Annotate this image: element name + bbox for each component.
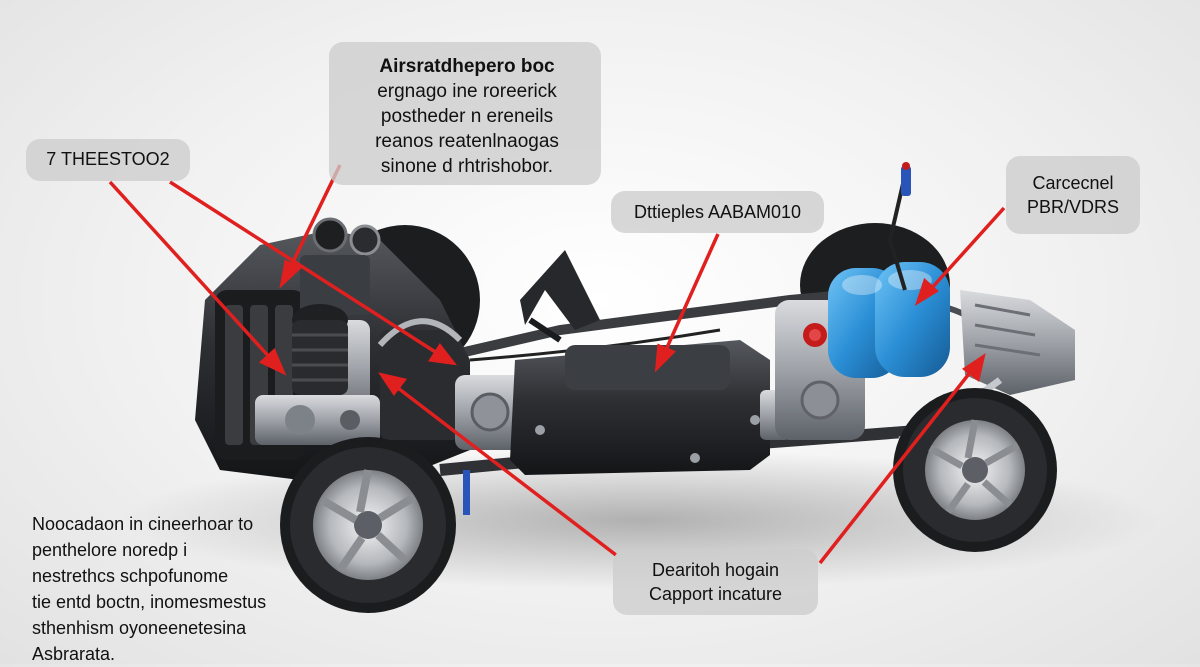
callout-left-label: 7 THEESTOO2: [46, 149, 170, 169]
callout-right-line: PBR/VDRS: [1026, 197, 1120, 217]
callout-top-line: sinone d rhtrishobor.: [380, 156, 554, 177]
steering-column: [520, 250, 600, 343]
arrow-top-callout: [279, 164, 342, 289]
arrow-left-callout-a: [108, 180, 287, 376]
callout-left: 7 THEESTOO2: [26, 139, 190, 181]
battery-box: [510, 340, 790, 475]
callout-top-line: postheder n ereneils: [380, 106, 554, 127]
arrow-mid-callout: [654, 233, 720, 373]
callout-top: Airsratdhepero boc ergnago ine roreerick…: [329, 42, 601, 185]
gearbox: [455, 375, 525, 515]
note-line: Asbrarata.: [32, 644, 116, 664]
callout-mid-label: Dttieples AABAM010: [633, 202, 802, 222]
rear-right-wheel: [893, 388, 1057, 552]
callout-top-line: reanos reatenlnaogas: [375, 131, 559, 152]
arrow-left-callout-b: [169, 180, 457, 366]
note-line: nestrethcs schpofunome: [32, 566, 229, 586]
callout-right-line: Carcecnel: [1032, 173, 1114, 193]
callout-top-line: Airsratdhepero boc: [379, 56, 555, 77]
callout-top-line: ergnago ine roreerick: [377, 81, 557, 102]
note-line: tie entd boctn, inomesmestus: [32, 592, 267, 612]
callout-mid: Dttieples AABAM010: [611, 191, 824, 233]
engine-block: [195, 217, 470, 480]
arrow-bottom-callout-b: [818, 353, 986, 565]
antenna: [887, 162, 911, 291]
pointer-arrows: [108, 164, 1006, 565]
callout-bottom-line: Capport incature: [648, 584, 783, 604]
arrow-bottom-callout-a: [378, 372, 618, 557]
blue-tanks: [828, 262, 950, 378]
callout-right: Carcecnel PBR/VDRS: [1006, 156, 1140, 234]
callout-bottom: Dearitoh hogain Capport incature: [613, 549, 818, 615]
note-line: penthelore noredp i: [32, 540, 188, 560]
callout-bottom-line: Dearitoh hogain: [651, 560, 780, 580]
note-line: sthenhism oyoneenetesina: [32, 618, 247, 638]
note-line: Noocadaon in cineerhoar to: [32, 514, 254, 534]
description-note: Noocadaon in cineerhoar to penthelore no…: [32, 511, 302, 667]
front-left-wheel: [280, 437, 456, 613]
arrow-right-callout: [914, 206, 1006, 306]
